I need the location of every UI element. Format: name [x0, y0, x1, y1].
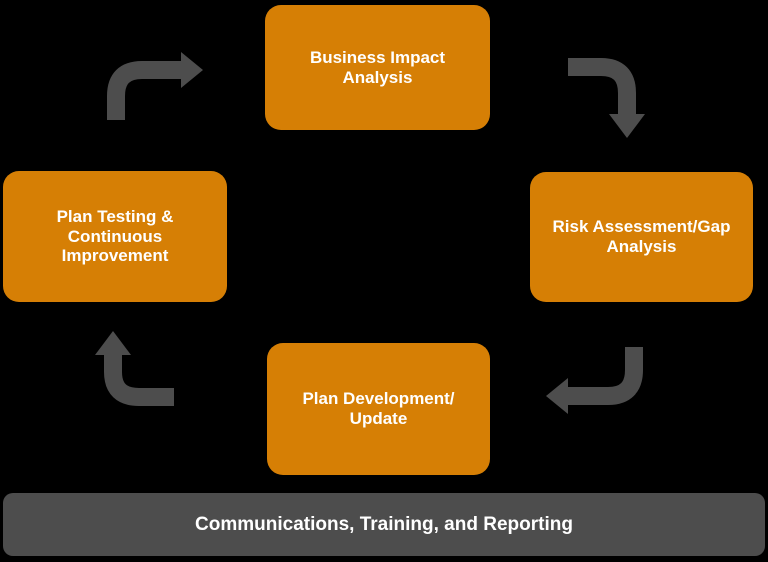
node-label: Plan Testing & Continuous Improvement [56, 207, 174, 266]
node-plan-development-update: Plan Development/ Update [267, 343, 490, 475]
curved-arrow-top-to-right-icon [568, 58, 645, 138]
footer-bar: Communications, Training, and Reporting [3, 493, 765, 556]
curved-arrow-right-to-bottom-icon [546, 347, 643, 414]
curved-arrow-left-to-top-icon [107, 52, 203, 120]
node-business-impact-analysis: Business Impact Analysis [265, 5, 490, 130]
node-label: Risk Assessment/Gap Analysis [552, 217, 731, 256]
footer-bar-label: Communications, Training, and Reporting [195, 513, 573, 535]
node-label: Business Impact Analysis [309, 47, 446, 87]
node-risk-assessment-gap-analysis: Risk Assessment/Gap Analysis [530, 172, 753, 302]
curved-arrow-bottom-to-left-icon [95, 331, 174, 406]
node-plan-testing-continuous-improvement: Plan Testing & Continuous Improvement [3, 171, 227, 302]
node-label: Plan Development/ Update [302, 389, 455, 428]
